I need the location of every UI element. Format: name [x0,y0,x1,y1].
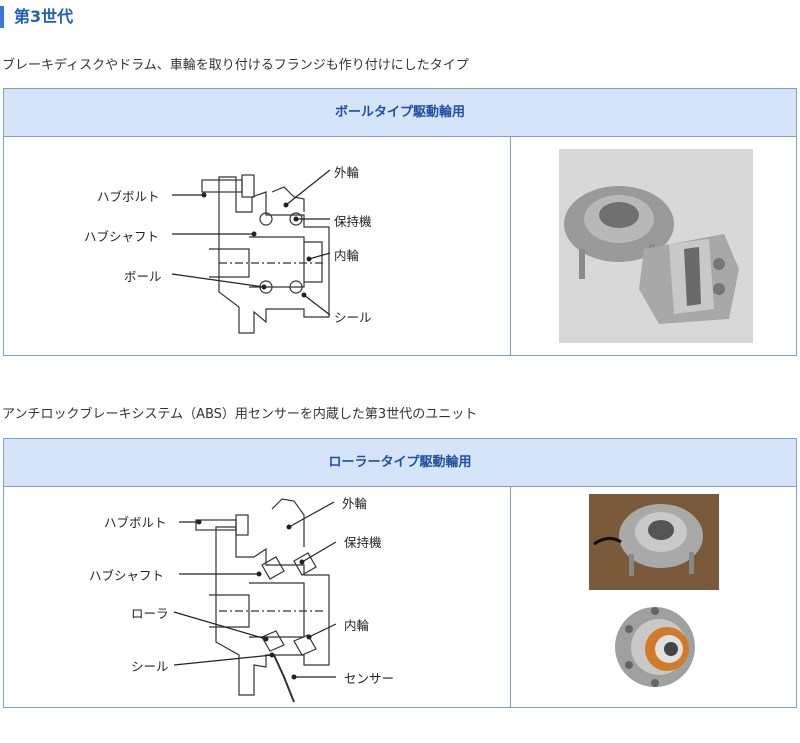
ball-type-panel: ボールタイプ駆動輪用 [3,88,797,356]
label-ball: ボール [124,269,162,284]
roller-type-panel: ローラータイプ駆動輪用 [3,438,797,708]
ball-type-diagram-cell: ハブボルト ハブシャフト ボール 外輪 保持機 内輪 シール [4,137,511,355]
label-hub-shaft-2: ハブシャフト [89,568,165,583]
label-outer-ring-2: 外輪 [342,496,368,511]
roller-type-diagram-cell: ハブボルト ハブシャフト ローラ シール 外輪 保持機 内輪 センサー [4,487,511,707]
roller-hub-unit-photo-2 [611,599,709,695]
roller-type-photo-cell [511,487,796,707]
label-seal-2: シール [131,659,169,674]
label-sensor: センサー [344,671,395,686]
label-hub-bolt-2: ハブボルト [104,515,167,530]
label-cage: 保持機 [334,214,372,229]
ball-bearing-diagram [171,169,331,334]
ball-hub-unit-photo [559,149,753,343]
section-heading: 第3世代 [0,6,314,28]
label-seal: シール [334,310,372,325]
roller-hub-unit-photo-1 [589,494,719,590]
label-inner-ring: 内輪 [334,248,360,263]
label-hub-shaft: ハブシャフト [84,229,160,244]
label-roller: ローラ [131,606,169,621]
ball-type-photo-cell [511,137,796,355]
label-outer-ring: 外輪 [334,165,360,180]
section2-description: アンチロックブレーキシステム（ABS）用センサーを内蔵した第3世代のユニット [2,407,478,422]
roller-bearing-diagram [173,498,337,703]
section1-description: ブレーキディスクやドラム、車輪を取り付けるフランジも作り付けにしたタイプ [2,58,469,73]
label-inner-ring-2: 内輪 [344,618,370,633]
label-hub-bolt: ハブボルト [97,189,160,204]
ball-type-panel-title: ボールタイプ駆動輪用 [4,89,796,137]
roller-type-panel-title: ローラータイプ駆動輪用 [4,439,796,487]
label-cage-2: 保持機 [344,535,382,550]
